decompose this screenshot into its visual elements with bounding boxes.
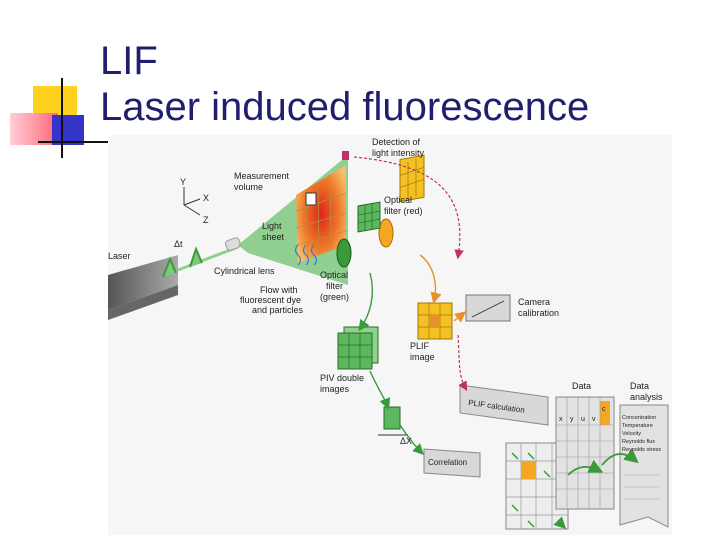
label-detection-1: Detection of (372, 137, 421, 147)
label-delta-x: ΔX (400, 436, 412, 446)
label-camera-2: calibration (518, 308, 559, 318)
laser-pulses (162, 246, 203, 278)
table-header-u: u (581, 416, 585, 423)
cylindrical-lens (225, 237, 241, 251)
slide-title: LIF Laser induced fluorescence (100, 38, 589, 130)
label-camera-1: Camera (518, 297, 550, 307)
arrow-to-analysis (601, 448, 639, 466)
camera-calibration-screen (465, 294, 511, 322)
table-header-y: y (570, 416, 574, 423)
label-optical-green-2: filter (326, 281, 343, 291)
decor-blue-square (52, 115, 84, 145)
label-data: Data (572, 381, 591, 391)
arrow-detection (353, 156, 464, 260)
label-flow-1: Flow with (260, 285, 298, 295)
analysis-item: Temperature (622, 423, 653, 429)
label-axis-z: Z (203, 215, 209, 225)
label-cylindrical-lens: Cylindrical lens (214, 266, 275, 276)
label-optical-green-1: Optical (320, 270, 348, 280)
label-light-sheet-1: Light (262, 221, 282, 231)
optical-filter-green (336, 238, 352, 268)
label-data-analysis-2: analysis (630, 392, 663, 402)
detector-grid-green (357, 201, 381, 233)
label-axis-y: Y (180, 177, 186, 187)
label-plif-1: PLIF (410, 341, 430, 351)
label-optical-red-2: filter (red) (384, 206, 423, 216)
label-laser: Laser (108, 251, 131, 261)
decor-red-square (10, 113, 58, 145)
title-line-1: LIF (100, 39, 158, 83)
label-optical-red-1: Optical (384, 195, 412, 205)
laser-beam (177, 245, 239, 272)
analysis-item: Velocity (622, 431, 641, 437)
detection-point (342, 151, 349, 160)
analysis-item: Concentration (622, 415, 656, 421)
lif-diagram: Detection of light intensity Measurement… (108, 135, 672, 535)
arrow-to-data (567, 459, 604, 476)
table-header-x: x (559, 416, 563, 423)
label-light-sheet-2: sheet (262, 232, 285, 242)
arrow-red-to-plif (419, 254, 442, 304)
label-piv-1: PIV double (320, 373, 364, 383)
label-correlation: Correlation (428, 458, 467, 467)
label-measurement-2: volume (234, 182, 263, 192)
piv-double-images (337, 326, 379, 370)
label-flow-2: fluorescent dye (240, 295, 301, 305)
decor-vertical-line (61, 78, 63, 158)
arrow-to-plif-calc (457, 334, 468, 392)
label-axis-x: X (203, 193, 209, 203)
label-detection-2: light intensity (372, 148, 425, 158)
analysis-item: Reynolds flux (622, 439, 655, 445)
flow-arrows (294, 244, 318, 266)
plif-calculation-panel (459, 384, 549, 426)
table-header-c: c (602, 406, 606, 413)
label-measurement-1: Measurement (234, 171, 290, 181)
arrow-camera (453, 311, 467, 323)
table-header-v: v (592, 416, 596, 423)
measurement-volume (295, 165, 347, 263)
label-plif-2: image (410, 352, 435, 362)
decor-horizontal-line (38, 141, 108, 143)
label-piv-2: images (320, 384, 350, 394)
label-optical-green-3: (green) (320, 292, 349, 302)
label-delta-t: Δt (174, 239, 183, 249)
coordinate-axes (183, 187, 201, 216)
data-analysis-sheet (619, 404, 669, 528)
optical-filter-red (378, 218, 394, 248)
arrow-corr-to-grid (399, 424, 424, 455)
plif-image-grid (417, 302, 453, 340)
label-data-analysis-1: Data (630, 381, 649, 391)
analysis-item: Reynolds stress (622, 447, 661, 453)
arrow-piv-to-corr (369, 370, 391, 410)
laser-device (108, 255, 178, 320)
data-table (555, 396, 615, 510)
arrow-green-to-piv (358, 272, 374, 332)
title-line-2: Laser induced fluorescence (100, 85, 590, 129)
correlation-window (378, 406, 408, 436)
correlation-panel (423, 448, 481, 478)
label-flow-3: and particles (252, 305, 304, 315)
